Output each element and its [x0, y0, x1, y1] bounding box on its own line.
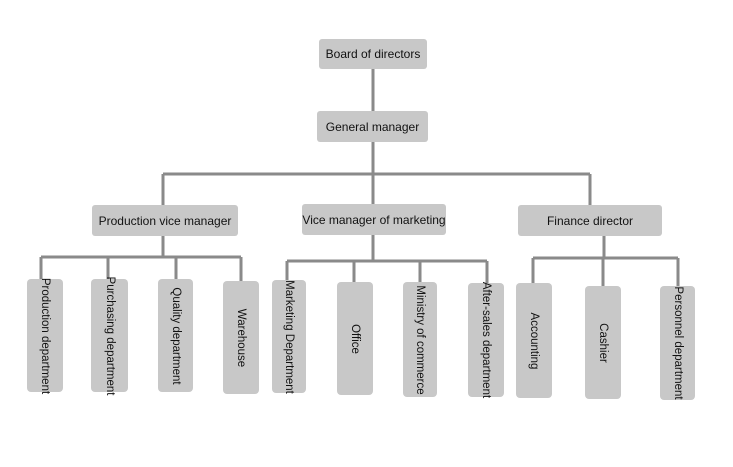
- node-label: Personnel department: [671, 286, 684, 400]
- node-board-of-directors: Board of directors: [319, 39, 427, 69]
- node-cashier: Cashier: [585, 286, 621, 399]
- node-production-department: Production department: [27, 277, 63, 394]
- node-label: After-sales department: [480, 281, 492, 399]
- node-personnel-department: Personnel department: [660, 286, 695, 400]
- node-label: Office: [349, 323, 361, 354]
- node-ministry-of-commerce: Ministry of commerce: [403, 282, 437, 397]
- node-vice-manager-of-marketing: Vice manager of marketing: [302, 204, 446, 235]
- node-label: Accounting: [528, 312, 540, 369]
- node-general-manager: General manager: [317, 111, 428, 142]
- node-label: Ministry of commerce: [414, 284, 426, 395]
- node-finance-director: Finance director: [518, 205, 662, 236]
- node-warehouse: Warehouse: [223, 281, 259, 394]
- node-marketing-department: Marketing Department: [272, 280, 306, 393]
- node-label: Production department: [39, 277, 51, 394]
- node-production-vice-manager: Production vice manager: [92, 205, 238, 236]
- node-after-sales-department: After-sales department: [468, 281, 504, 399]
- node-label: Cashier: [597, 322, 609, 363]
- node-accounting: Accounting: [516, 283, 552, 398]
- node-quality-department: Quality department: [158, 279, 193, 392]
- node-office: Office: [337, 282, 373, 395]
- node-label: Quality department: [169, 286, 182, 385]
- node-label: Marketing Department: [283, 279, 295, 394]
- node-label: Purchasing department: [103, 276, 116, 395]
- node-purchasing-department: Purchasing department: [91, 276, 128, 395]
- node-label: Warehouse: [235, 308, 247, 367]
